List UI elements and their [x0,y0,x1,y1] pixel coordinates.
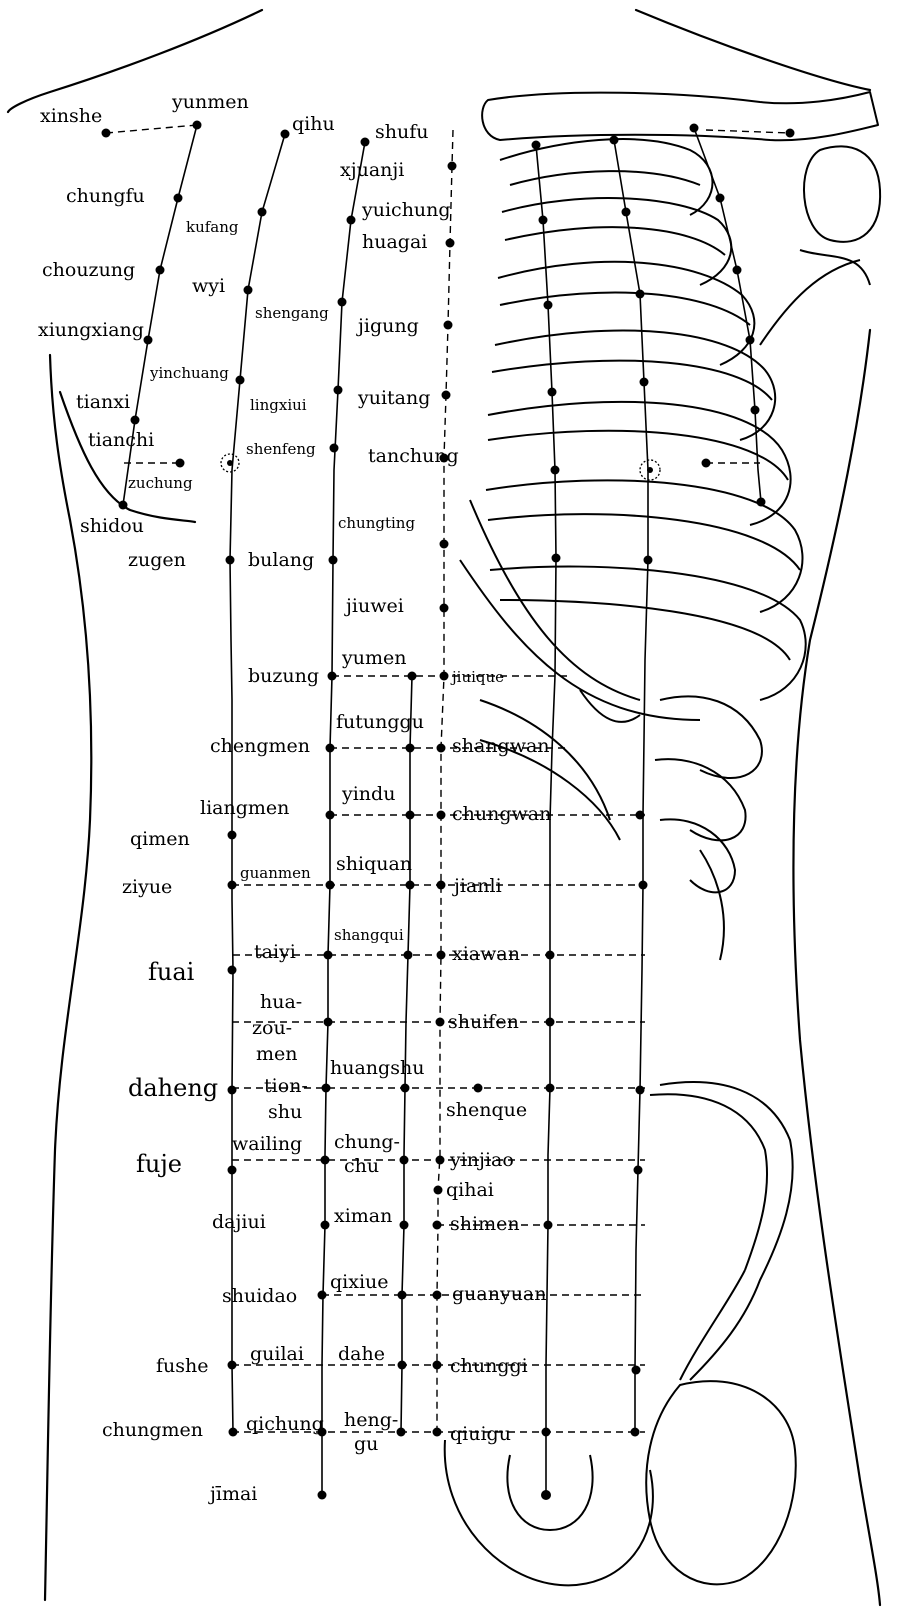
label-dahe: dahe [338,1343,385,1365]
label-fuje: fuje [136,1150,182,1178]
label-daheng: daheng [128,1074,218,1102]
label-jiuwei: jiuwei [344,595,404,617]
label-shangwan: shangwan [452,735,550,757]
label-guanyuan: guanyuan [452,1283,547,1305]
label-shangqui: shangqui [334,926,404,944]
label-chouzung: chouzung [42,259,135,281]
label-tanchung: tanchung [368,445,459,467]
label-taiyi: taiyi [254,941,296,963]
body-outline [8,10,880,1605]
label-xinshe: xinshe [40,105,102,127]
label-futunggu: futunggu [336,711,424,733]
label-wyi: wyi [192,275,225,297]
label-shimen: shimen [450,1213,520,1235]
label-jiuique: jiuique [450,668,504,686]
label-henggu-2: gu [354,1433,378,1455]
label-chunggi: chunggi [450,1355,528,1377]
label-jianli: jianli [452,875,502,897]
label-chengmen: chengmen [210,735,310,757]
label-buzung: buzung [248,665,319,687]
label-chungwan: chungwan [452,803,551,825]
label-huazoumen-2: zou- [252,1017,292,1039]
label-yumen: yumen [341,647,406,669]
label-liangmen: liangmen [200,797,289,819]
label-chungting: chungting [338,514,415,532]
label-huazoumen-3: men [256,1043,298,1065]
label-lingxiui: lingxiui [250,396,307,414]
label-xiungxiang: xiungxiang [38,319,144,341]
label-chungchu-1: chung- [334,1131,400,1153]
label-shengang: shengang [255,304,329,322]
label-jigung: jigung [356,315,419,337]
label-qiuigu: qiuigu [450,1423,511,1445]
label-shidou: shidou [80,515,144,537]
label-xiawan: xiawan [452,943,520,965]
label-jimai: jīmai [208,1483,257,1505]
label-shuifen: shuifen [448,1011,519,1033]
rib-cage [460,92,880,960]
label-tianshu-1: tion- [264,1075,308,1097]
label-yinchuang: yinchuang [149,364,229,382]
label-fuai: fuai [148,958,195,986]
label-shiquan: shiquan [336,853,412,875]
label-shenfeng: shenfeng [246,440,316,458]
label-guanmen: guanmen [240,864,311,882]
label-qihai: qihai [446,1179,494,1201]
label-qimen: qimen [130,828,190,850]
label-yuitang: yuitang [357,387,430,409]
label-dajiui: dajiui [212,1211,266,1233]
label-yindu: yindu [341,783,395,805]
label-ziyue: ziyue [122,876,172,898]
label-shuidao: shuidao [222,1285,297,1307]
label-wailing: wailing [232,1133,302,1155]
label-chungmen: chungmen [102,1419,203,1441]
label-shufu: shufu [375,121,429,143]
label-tianshu-2: shu [268,1101,302,1123]
label-qixiue: qixiue [330,1271,389,1293]
label-huangshu: huangshu [330,1057,424,1079]
label-huagai: huagai [362,231,427,253]
label-chungfu: chungfu [66,185,145,207]
label-zugen: zugen [128,549,186,571]
label-tianxi: tianxi [76,391,130,413]
label-xjuanji: xjuanji [340,159,404,181]
label-bulang: bulang [248,549,314,571]
label-huazoumen-1: hua- [260,991,302,1013]
label-henggu-1: heng- [344,1409,398,1431]
label-tianchi: tianchi [88,429,154,451]
label-yuichung: yuichung [361,199,451,221]
label-chungchu-2: chu [344,1155,379,1177]
label-qihu: qihu [292,113,335,135]
label-zuchung: zuchung [128,474,193,492]
point-labels: xinshe yunmen qihu shufu xjuanji yuichun… [38,91,551,1505]
label-yunmen: yunmen [171,91,249,113]
label-shenque: shenque [446,1099,527,1121]
label-qichung: qichung [246,1413,324,1435]
label-kufang: kufang [186,218,239,236]
label-ximan: ximan [334,1205,392,1227]
label-guilai: guilai [250,1343,304,1365]
label-yinjiao: yinjiao [449,1149,514,1171]
label-fushe: fushe [156,1355,209,1377]
